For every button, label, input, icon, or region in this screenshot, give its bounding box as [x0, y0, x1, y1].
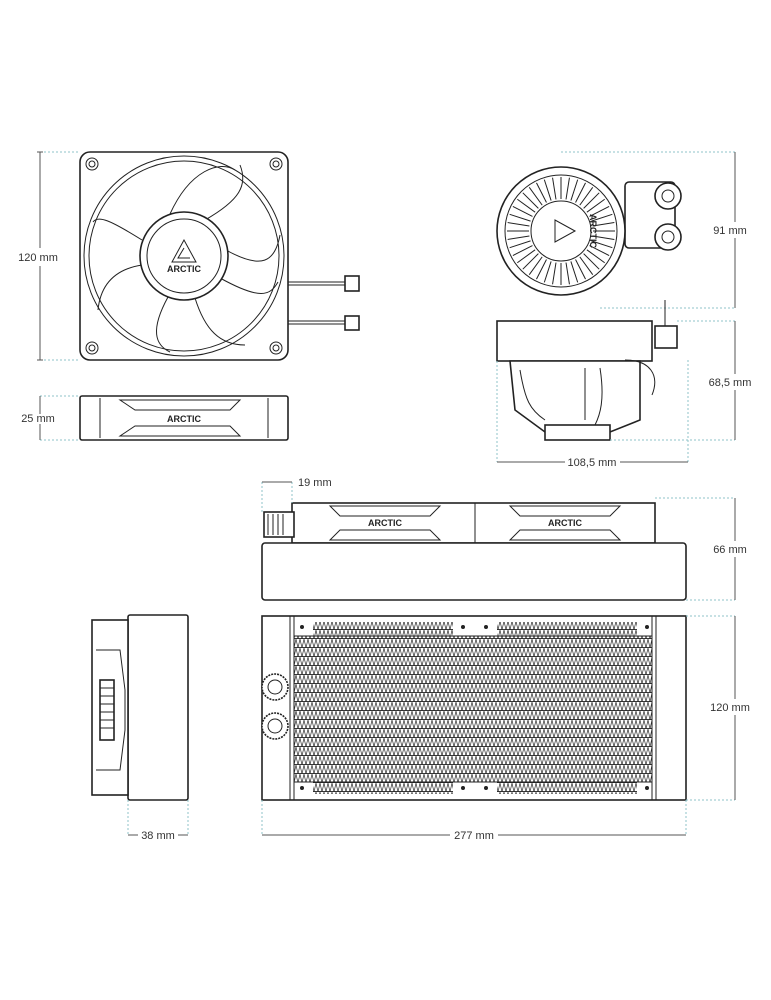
dim-pump-width: 108,5 mm [496, 360, 689, 469]
pump-rib [591, 213, 613, 222]
pump-rib [592, 222, 615, 227]
svg-text:277 mm: 277 mm [454, 830, 494, 842]
pump-rib [528, 187, 543, 206]
fan-brand-label: ARCTIC [167, 264, 201, 274]
pump-rib [575, 259, 586, 280]
radiator-fittings [261, 673, 289, 740]
svg-text:91 mm: 91 mm [713, 225, 747, 237]
pump-rib [528, 256, 543, 275]
svg-text:ARCTIC: ARCTIC [167, 414, 201, 424]
pump-rib [507, 235, 530, 240]
pump-rib [543, 261, 552, 283]
pump-rib [552, 262, 557, 285]
pump-rib [570, 261, 579, 283]
dim-pump-depth: 68,5 mm [610, 320, 752, 441]
pump-rib [583, 192, 600, 209]
fan-front-view: ARCTIC [79, 151, 360, 361]
pump-rib [575, 182, 586, 203]
radiator-front-view [261, 615, 687, 801]
pump-rib [543, 179, 552, 201]
pump-rib [517, 249, 536, 264]
pump-rib [509, 240, 531, 249]
pump-rib [570, 179, 579, 201]
svg-text:25 mm: 25 mm [21, 413, 55, 425]
pump-rib [583, 253, 600, 270]
mount-holes [85, 157, 283, 355]
pump-rib [509, 213, 531, 222]
arctic-logo-icon [171, 238, 197, 263]
dim-fan-thickness: 25 mm [19, 395, 80, 441]
dim-fitting-offset: 19 mm [261, 477, 332, 512]
pump-rib [589, 245, 610, 256]
pump-rib [592, 235, 615, 240]
pump-rib [522, 192, 539, 209]
dim-radiator-height: 120 mm [686, 615, 750, 801]
svg-text:120 mm: 120 mm [710, 702, 750, 714]
arctic-logo-icon [554, 219, 577, 243]
fan-side-view: ARCTIC [79, 395, 289, 441]
svg-text:66 mm: 66 mm [713, 544, 747, 556]
pump-rib [591, 240, 613, 249]
dim-radiator-thickness: 38 mm [127, 800, 189, 842]
pump-cover-ribs [507, 177, 615, 285]
pump-rib [565, 262, 570, 285]
svg-text:38 mm: 38 mm [141, 830, 175, 842]
dim-fan-height: 120 mm [16, 151, 80, 361]
svg-text:ARCTIC: ARCTIC [588, 214, 598, 248]
svg-text:108,5 mm: 108,5 mm [568, 457, 617, 469]
pump-rib [512, 206, 533, 217]
pump-rib [565, 177, 570, 200]
svg-text:68,5 mm: 68,5 mm [709, 377, 752, 389]
pump-rib [586, 198, 605, 213]
pump-rib [579, 256, 594, 275]
svg-text:19 mm: 19 mm [298, 477, 332, 489]
dim-radiator-length: 277 mm [261, 800, 687, 842]
pump-rib [589, 206, 610, 217]
pump-rib [512, 245, 533, 256]
dim-radiator-fans-thickness: 66 mm [655, 497, 747, 601]
pump-side-view [496, 300, 678, 441]
svg-text:ARCTIC: ARCTIC [548, 518, 582, 528]
svg-text:120 mm: 120 mm [18, 252, 58, 264]
fan-blades [92, 164, 281, 353]
pump-rib [586, 249, 605, 264]
pump-rib [517, 198, 536, 213]
pump-top-view: ARCTIC [496, 166, 682, 296]
fan-cables [288, 275, 360, 331]
radiator-top-view: ARCTIC ARCTIC [261, 502, 687, 601]
dim-pump-height: 91 mm [561, 151, 747, 309]
pump-rib [522, 253, 539, 270]
pump-rib [536, 182, 547, 203]
svg-text:ARCTIC: ARCTIC [368, 518, 402, 528]
pump-rib [536, 259, 547, 280]
pump-rib [507, 222, 530, 227]
radiator-end-view [91, 614, 189, 801]
pump-rib [552, 177, 557, 200]
pump-rib [579, 187, 594, 206]
